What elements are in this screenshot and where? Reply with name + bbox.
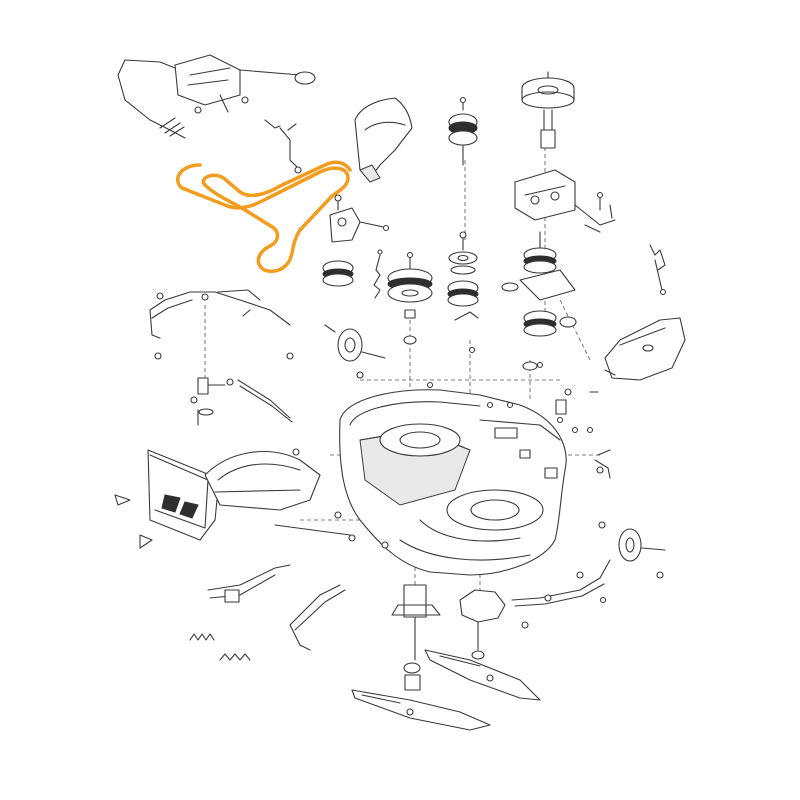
drive-belt[interactable] <box>176 160 352 273</box>
center-idler-bracket <box>329 194 390 243</box>
idler-bracket <box>279 123 302 174</box>
deck-side-hardware <box>486 388 611 479</box>
mower-deck-housing <box>339 389 567 576</box>
left-blade <box>351 689 491 731</box>
main-drive-pulley <box>521 71 575 149</box>
right-stabilizer-arm <box>511 559 611 629</box>
height-adjust-lever <box>190 377 293 426</box>
upper-idler-pulley <box>448 96 478 166</box>
right-spring-clip <box>649 244 667 296</box>
right-gear-pulleys <box>501 231 577 371</box>
lower-link-rods <box>207 524 356 651</box>
spindle-left <box>391 584 441 691</box>
left-gauge-wheel <box>324 324 386 379</box>
lift-linkage-assembly <box>117 54 316 139</box>
discharge-chute <box>114 449 321 549</box>
left-stabilizer-arm <box>149 289 294 360</box>
center-pulley <box>387 251 433 345</box>
right-belt-cover <box>604 317 686 381</box>
right-idler-bracket <box>514 169 616 233</box>
center-spring <box>373 249 383 299</box>
spindle-right <box>459 589 506 660</box>
misc-fasteners <box>292 346 604 549</box>
right-gauge-wheel <box>598 521 666 579</box>
belt-guard <box>354 97 413 183</box>
middle-idler-pulleys <box>447 231 479 321</box>
lower-springs <box>189 633 251 661</box>
left-idler-pulley <box>322 260 354 287</box>
right-blade <box>424 649 541 701</box>
